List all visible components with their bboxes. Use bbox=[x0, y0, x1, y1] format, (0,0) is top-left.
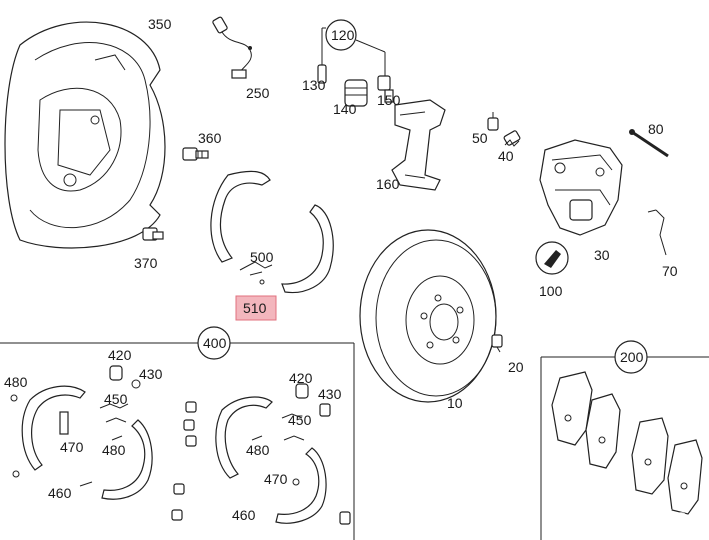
label-400: 400 bbox=[203, 335, 227, 351]
label-50: 50 bbox=[472, 130, 488, 146]
label-500: 500 bbox=[250, 249, 274, 265]
kit-right-label-470: 470 bbox=[264, 471, 288, 487]
label-370: 370 bbox=[134, 255, 158, 271]
kit-left-label-420: 420 bbox=[108, 347, 132, 363]
label-40: 40 bbox=[498, 148, 514, 164]
label-150: 150 bbox=[377, 92, 401, 108]
brake-pads-200 bbox=[551, 371, 703, 515]
brake-disc-10 bbox=[359, 229, 497, 403]
label-140: 140 bbox=[333, 101, 357, 117]
guide-pin-80 bbox=[629, 129, 669, 158]
kit-right-label-460: 460 bbox=[232, 507, 256, 523]
label-510: 510 bbox=[243, 300, 267, 316]
label-10: 10 bbox=[447, 395, 463, 411]
clip-70 bbox=[647, 209, 667, 256]
label-80: 80 bbox=[648, 121, 664, 137]
label-20: 20 bbox=[508, 359, 524, 375]
label-120: 120 bbox=[331, 27, 355, 43]
kit-right-label-420: 420 bbox=[289, 370, 313, 386]
caliper-bracket-160 bbox=[391, 99, 446, 191]
wear-sensor-250 bbox=[212, 16, 252, 79]
callout-circle-400 bbox=[197, 326, 231, 360]
kit-left-label-480a: 480 bbox=[4, 374, 28, 390]
bolt-group-130-150 bbox=[317, 27, 394, 107]
avito-logo-icon bbox=[601, 509, 611, 519]
callout-circle-200 bbox=[614, 340, 648, 374]
label-250: 250 bbox=[246, 85, 270, 101]
bolt-370 bbox=[142, 227, 164, 241]
kit-right-label-430: 430 bbox=[318, 386, 342, 402]
kit-right-label-450: 450 bbox=[288, 412, 312, 428]
kit-left-label-480b: 480 bbox=[102, 442, 126, 458]
highlight-510 bbox=[235, 295, 277, 321]
repair-kit-symbol-100 bbox=[535, 241, 569, 275]
bolt-360 bbox=[182, 147, 209, 161]
label-360: 360 bbox=[198, 130, 222, 146]
kit-left-label-460: 460 bbox=[48, 485, 72, 501]
label-350: 350 bbox=[148, 16, 172, 32]
spring-kit-510 bbox=[239, 261, 273, 285]
label-30: 30 bbox=[594, 247, 610, 263]
callout-circle-120 bbox=[325, 19, 357, 51]
label-100: 100 bbox=[539, 283, 563, 299]
brake-caliper-30 bbox=[539, 139, 623, 236]
kit-left-label-430: 430 bbox=[139, 366, 163, 382]
label-200: 200 bbox=[620, 349, 644, 365]
avito-watermark: Avito bbox=[601, 501, 687, 532]
parking-brake-shoes-500 bbox=[210, 170, 334, 294]
spring-40 bbox=[503, 130, 521, 147]
pin-50 bbox=[487, 112, 499, 131]
screw-20 bbox=[491, 334, 503, 353]
kit-right-parts bbox=[183, 383, 351, 525]
backing-plate-350 bbox=[4, 21, 166, 249]
label-70: 70 bbox=[662, 263, 678, 279]
label-160: 160 bbox=[376, 176, 400, 192]
kit-left-parts bbox=[10, 365, 185, 521]
kit-left-label-450: 450 bbox=[104, 391, 128, 407]
kit-left-label-470: 470 bbox=[60, 439, 84, 455]
avito-watermark-text: Avito bbox=[628, 502, 687, 532]
kit-right-label-480: 480 bbox=[246, 442, 270, 458]
label-130: 130 bbox=[302, 77, 326, 93]
